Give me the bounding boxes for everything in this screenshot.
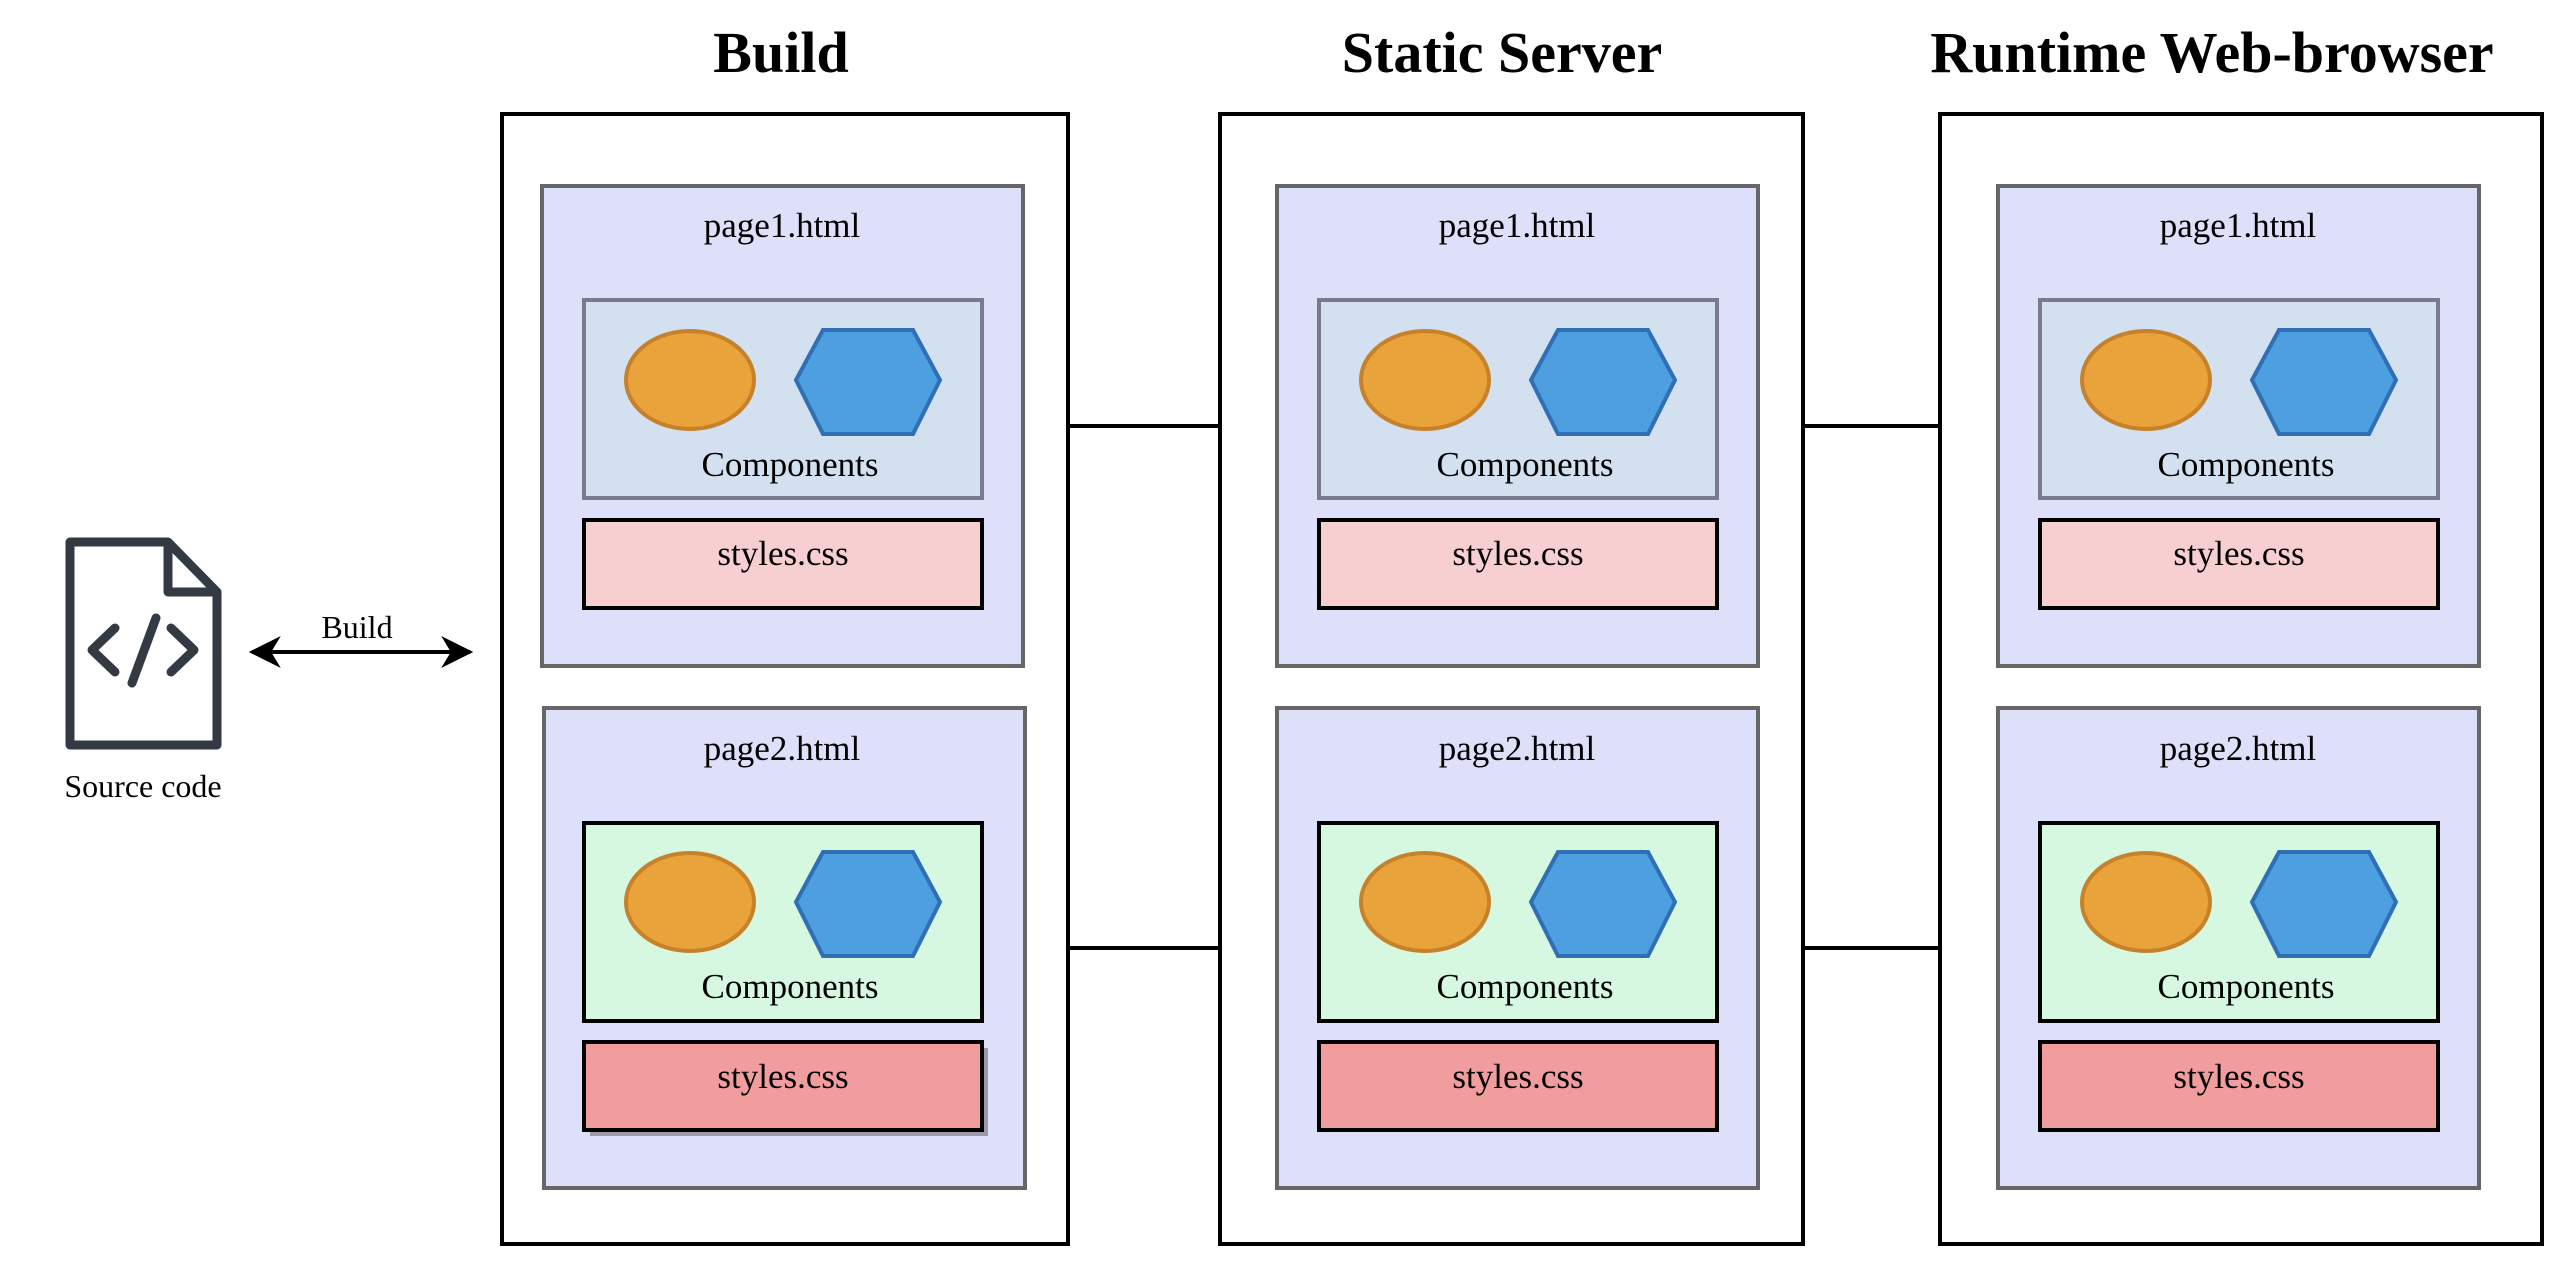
styles-css-label: styles.css bbox=[1452, 534, 1583, 573]
components-label: Components bbox=[702, 967, 879, 1006]
component-hexagon-shape bbox=[793, 850, 943, 958]
page-card-page2: page2.html Components styles.css bbox=[1275, 706, 1760, 1190]
page-card-page1: page1.html Components styles.css bbox=[540, 184, 1025, 668]
component-hexagon-shape bbox=[1528, 328, 1678, 436]
styles-css-box bbox=[2038, 1040, 2440, 1132]
column-build: Build page1.html Components styles.css p… bbox=[500, 20, 1070, 1246]
styles-css-label: styles.css bbox=[717, 534, 848, 573]
column-static-server: Static Server page1.html Components styl… bbox=[1218, 20, 1805, 1246]
components-label: Components bbox=[1437, 967, 1614, 1006]
component-hexagon-shape bbox=[2249, 850, 2399, 958]
source-code-file-icon bbox=[65, 537, 222, 750]
styles-css-label: styles.css bbox=[2173, 534, 2304, 573]
component-hexagon-shape bbox=[2249, 328, 2399, 436]
components-label: Components bbox=[2158, 967, 2335, 1006]
component-ellipse-shape bbox=[2080, 851, 2212, 953]
components-box: Components bbox=[2038, 298, 2440, 500]
page-name-label: page1.html bbox=[704, 206, 861, 245]
page-name-label: page2.html bbox=[704, 729, 861, 768]
source-code-label: Source code bbox=[64, 768, 221, 804]
styles-css-label: styles.css bbox=[717, 1057, 848, 1096]
page-name-label: page2.html bbox=[2160, 729, 2317, 768]
styles-css-box bbox=[1317, 518, 1719, 610]
page-name-label: page1.html bbox=[1439, 206, 1596, 245]
component-ellipse-shape bbox=[624, 851, 756, 953]
page-card-page1: page1.html Components styles.css bbox=[1996, 184, 2481, 668]
column-title-static-server: Static Server bbox=[1342, 20, 1662, 85]
page-card-page2: page2.html Components styles.css bbox=[542, 706, 1027, 1190]
page-card-page1: page1.html Components styles.css bbox=[1275, 184, 1760, 668]
components-box: Components bbox=[582, 298, 984, 500]
styles-css-box bbox=[2038, 518, 2440, 610]
column-runtime-web-browser: Runtime Web-browser page1.html Component… bbox=[1930, 20, 2544, 1246]
styles-css-label: styles.css bbox=[2173, 1057, 2304, 1096]
styles-css-box bbox=[582, 518, 984, 610]
column-title-build: Build bbox=[713, 20, 848, 85]
styles-css-box bbox=[1317, 1040, 1719, 1132]
component-ellipse-shape bbox=[1359, 329, 1491, 431]
components-box: Components bbox=[2038, 821, 2440, 1023]
component-hexagon-shape bbox=[1528, 850, 1678, 958]
components-box: Components bbox=[1317, 298, 1719, 500]
component-ellipse-shape bbox=[1359, 851, 1491, 953]
components-label: Components bbox=[1437, 445, 1614, 484]
page-name-label: page1.html bbox=[2160, 206, 2317, 245]
page-card-page2: page2.html Components styles.css bbox=[1996, 706, 2481, 1190]
styles-css-box bbox=[582, 1040, 984, 1132]
component-hexagon-shape bbox=[793, 328, 943, 436]
page-name-label: page2.html bbox=[1439, 729, 1596, 768]
components-box: Components bbox=[582, 821, 984, 1023]
build-arrow-label: Build bbox=[321, 609, 392, 645]
column-title-runtime-web-browser: Runtime Web-browser bbox=[1930, 20, 2493, 85]
components-box: Components bbox=[1317, 821, 1719, 1023]
components-label: Components bbox=[702, 445, 879, 484]
component-ellipse-shape bbox=[2080, 329, 2212, 431]
component-ellipse-shape bbox=[624, 329, 756, 431]
styles-css-label: styles.css bbox=[1452, 1057, 1583, 1096]
components-label: Components bbox=[2158, 445, 2335, 484]
